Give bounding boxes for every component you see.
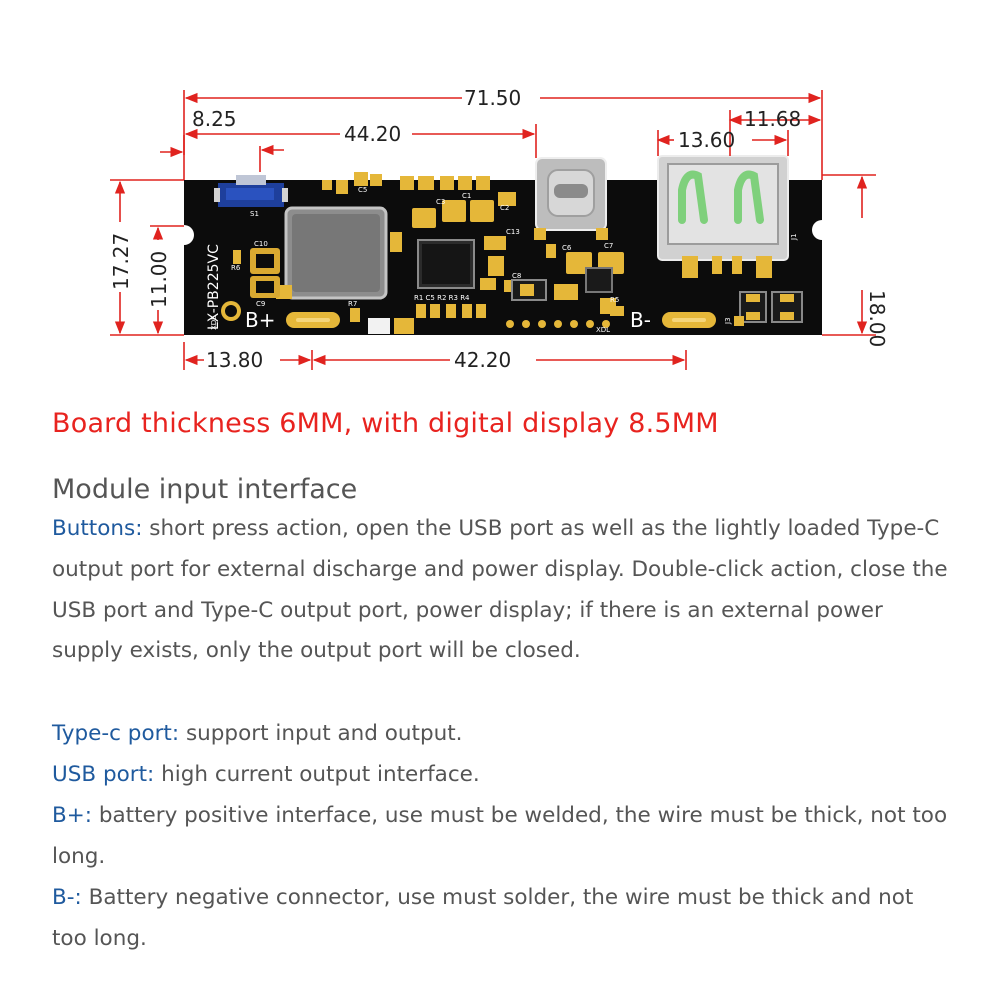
label-c4: C4 xyxy=(476,170,486,178)
dim-bottom-left: 13.80 xyxy=(206,348,263,372)
switch-s1 xyxy=(214,175,288,207)
label-xdl: XDL xyxy=(210,316,218,330)
item-key: Type-c port: xyxy=(52,721,180,746)
label-c13: C13 xyxy=(506,228,520,236)
dim-overall-width: 71.50 xyxy=(464,86,521,110)
label-resistors: R1 C5 R2 R3 R4 xyxy=(414,294,470,302)
type-c-connector xyxy=(534,157,608,240)
item-text: short press action, open the USB port as… xyxy=(52,516,948,664)
ic-chip xyxy=(417,239,475,289)
label-j3: J3 xyxy=(724,317,732,325)
item-text: battery positive interface, use must be … xyxy=(52,803,948,869)
label-r6: R6 xyxy=(231,264,241,272)
dim-button-offset: 44.20 xyxy=(344,122,401,146)
dimension-lines xyxy=(110,90,876,370)
label-r2: R2 xyxy=(430,170,439,178)
label-c5: C5 xyxy=(358,186,367,194)
label-c3: C3 xyxy=(436,198,445,206)
board-dimension-diagram: S1 LX-PB225VC C10 C9 R6 XDL B+ C5 R2 C4 xyxy=(100,80,900,390)
dim-usb-right: 11.68 xyxy=(744,107,801,131)
item-key: B-: xyxy=(52,885,82,910)
b-plus-label: B+ xyxy=(245,308,275,332)
item-type-c-port: Type-c port: support input and output. xyxy=(52,714,952,755)
b-minus-label: B- xyxy=(630,308,651,332)
item-text: Battery negative connector, use must sol… xyxy=(52,885,914,951)
pcb-board: S1 LX-PB225VC C10 C9 R6 XDL B+ C5 R2 C4 xyxy=(184,155,822,335)
label-r5: R5 xyxy=(610,296,619,304)
label-xdl-2: XDL xyxy=(596,326,610,334)
dim-right-height: 18.00 xyxy=(865,290,889,347)
label-c6: C6 xyxy=(562,244,572,252)
dim-bottom-mid: 42.20 xyxy=(454,348,511,372)
model-label: LX-PB225VC xyxy=(206,244,222,330)
board-thickness-headline: Board thickness 6MM, with digital displa… xyxy=(52,408,719,439)
item-key: Buttons: xyxy=(52,516,143,541)
label-c2: C2 xyxy=(500,204,509,212)
label-c7: C7 xyxy=(604,242,613,250)
label-s1: S1 xyxy=(250,210,259,218)
item-key: B+: xyxy=(52,803,93,828)
item-key: USB port: xyxy=(52,762,155,787)
item-text: high current output interface. xyxy=(154,762,480,787)
label-c10: C10 xyxy=(254,240,268,248)
usb-a-connector xyxy=(657,155,789,278)
label-c1: C1 xyxy=(462,192,471,200)
board-svg: S1 LX-PB225VC C10 C9 R6 XDL B+ C5 R2 C4 xyxy=(100,80,900,390)
item-buttons: Buttons: short press action, open the US… xyxy=(52,509,952,672)
label-r7: R7 xyxy=(348,300,357,308)
item-b-minus: B-: Battery negative connector, use must… xyxy=(52,878,952,960)
label-c9: C9 xyxy=(256,300,265,308)
dim-inner-height: 11.00 xyxy=(147,251,171,308)
item-text: support input and output. xyxy=(179,721,463,746)
dim-left-height: 17.27 xyxy=(109,233,133,290)
label-j1: J1 xyxy=(790,233,798,241)
item-b-plus: B+: battery positive interface, use must… xyxy=(52,796,952,878)
header-pins xyxy=(506,320,610,328)
dim-usb-width: 13.60 xyxy=(678,128,735,152)
label-c8: C8 xyxy=(512,272,521,280)
section-title: Module input interface xyxy=(52,474,358,505)
dim-left-offset: 8.25 xyxy=(192,107,237,131)
item-usb-port: USB port: high current output interface. xyxy=(52,755,952,796)
